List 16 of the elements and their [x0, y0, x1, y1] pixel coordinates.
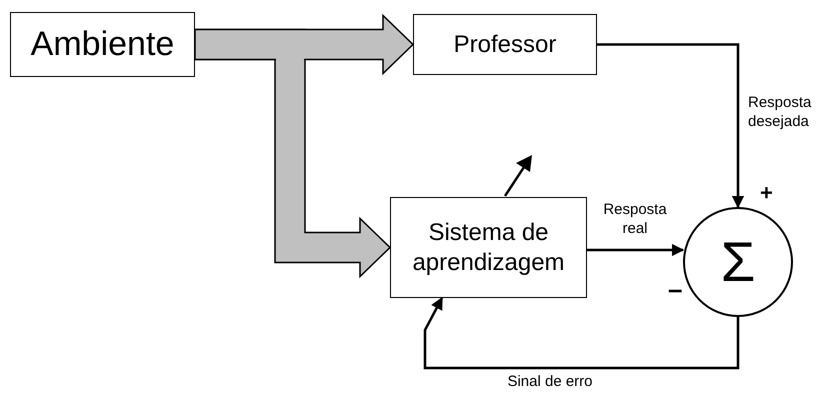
node-label: Sistema de aprendizagem	[411, 218, 566, 278]
process-box	[390, 197, 587, 298]
sigma-symbol: Σ	[720, 229, 756, 295]
node-label: Ambiente	[30, 24, 174, 65]
arrow	[424, 296, 740, 370]
node-label: Professor	[454, 30, 556, 60]
sign-label: +	[760, 179, 773, 207]
edge-label: Resposta real	[602, 201, 668, 238]
process-box	[10, 12, 195, 77]
arrow	[587, 244, 684, 256]
sign-label: –	[668, 273, 682, 306]
edge-label: Resposta desejada	[748, 94, 812, 132]
edge-label: Sinal de erro	[506, 373, 594, 392]
thick-arrow	[194, 14, 414, 76]
process-box	[413, 14, 597, 75]
arrow	[597, 43, 744, 208]
